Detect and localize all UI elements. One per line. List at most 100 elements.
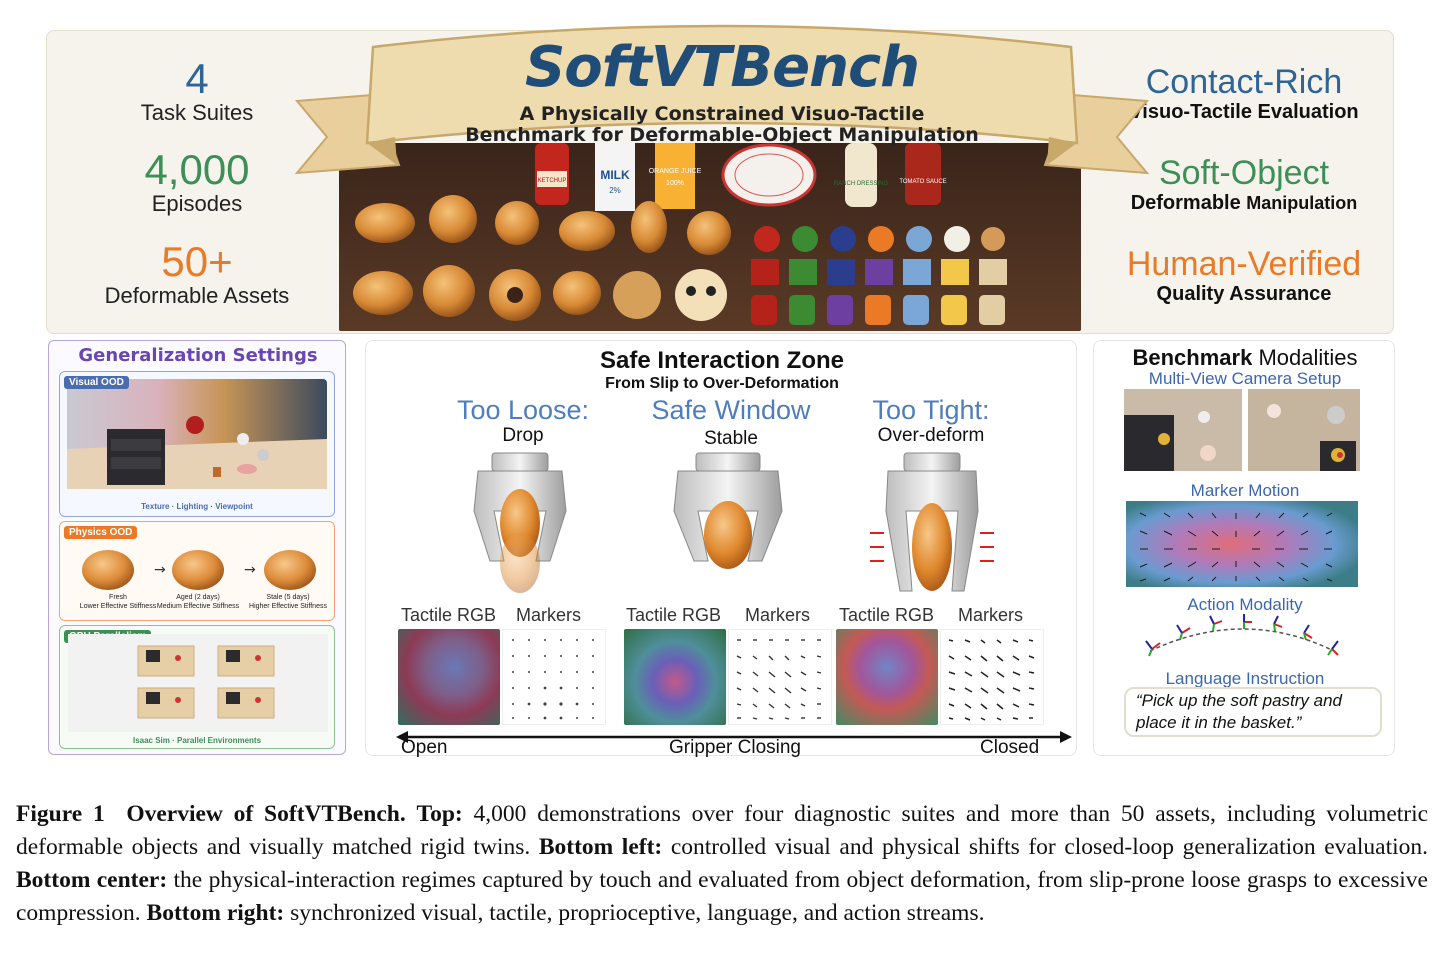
cylinder-red [751, 295, 777, 325]
physics-ood-panel: Physics OOD → → Fresh Lower Effective St… [59, 521, 335, 621]
croissant [355, 203, 415, 243]
tactile-rgb-image-tight [836, 629, 938, 725]
cube-purple [865, 259, 893, 285]
gripper-closing-axis [396, 731, 1072, 743]
figure-label: Figure 1 [16, 801, 105, 827]
feature-subtitle: Deformable Manipulation [1079, 192, 1409, 214]
benchmark-title: SoftVTBench [524, 35, 920, 100]
stat-label: Episodes [151, 191, 243, 216]
zone-subtitle: From Slip to Over-Deformation [605, 375, 839, 392]
camera-setup-heading: Multi-View Camera Setup [1148, 369, 1342, 388]
caption-left-label: Bottom left: [538, 834, 663, 860]
benchmark-subtitle-line2: Benchmark for Deformable-Object Manipula… [465, 124, 979, 146]
ranch-bottle [845, 143, 877, 207]
modalities-title: Benchmark Modalities [1094, 345, 1396, 371]
croissant [353, 271, 413, 315]
regime-too-loose: Too Loose: Drop [423, 395, 623, 447]
stage-desc: Higher Effective Stiffness [249, 603, 327, 610]
cube-tan [979, 259, 1007, 285]
feature-subtitle-bold: Deformable [1130, 192, 1241, 214]
caption-left-text: controlled visual and physical shifts fo… [670, 834, 1429, 860]
parallel-environments-grid [68, 634, 328, 732]
gpu-parallelism-panel: GPU Parallelism Isaac Sim · Parallel Env… [59, 625, 335, 749]
regime-heading: Too Loose: [456, 395, 590, 425]
cylinder-light-blue [903, 295, 929, 325]
tactile-rgb-label-3: Tactile RGB [839, 605, 935, 625]
ribbon-shape [294, 24, 1150, 175]
markers-label-2: Markers [745, 605, 811, 625]
feature-heading: Human-Verified [1126, 245, 1362, 283]
bun [687, 211, 731, 255]
orange-juice-carton [655, 143, 695, 209]
bread-roll [553, 271, 601, 315]
figure-caption: Figure 1 Overview of SoftVTBench. Top: 4… [16, 798, 1428, 930]
tactile-rgb-image-loose [398, 629, 500, 725]
feature-subtitle: Quality Assurance [1156, 283, 1332, 305]
stat-assets: 50+ Deformable Assets [47, 240, 347, 308]
regime-heading: Safe Window [651, 395, 811, 425]
tactile-rgb-image-safe [624, 629, 726, 725]
object-assets-illustration: KETCHUP MILK 2% ORANGE JUICE 100% RANCH … [339, 143, 1081, 331]
stage-name: Aged (2 days) [176, 594, 220, 601]
caption-right-label: Bottom right: [146, 900, 285, 926]
stat-label: Deformable Assets [104, 283, 290, 308]
cylinder-yellow [941, 295, 967, 325]
cube-blue [827, 259, 855, 285]
marker-field [736, 639, 822, 720]
svg-text:→: → [154, 562, 166, 578]
caption-top-text: 4,000 demonstrations over four diagnosti… [16, 801, 1429, 860]
baguette [631, 201, 667, 253]
marker-motion-field [1126, 501, 1358, 587]
caption-top-label: Top: [416, 801, 463, 827]
regime-too-tight: Too Tight: Over-deform [831, 395, 1031, 447]
modalities-title-bold: Benchmark [1132, 345, 1253, 370]
stage-desc: Medium Effective Stiffness [156, 603, 240, 610]
language-instruction-text: “Pick up the soft pastry and place it in… [1124, 687, 1382, 737]
tomato-sauce-jar [905, 143, 941, 205]
markers-image-safe [728, 629, 832, 725]
axis-closed-label: Closed [980, 737, 1040, 758]
bread-aging-sequence: → → [82, 550, 316, 590]
gripper-tight [870, 452, 994, 592]
marker-field [512, 639, 594, 720]
sphere-light-blue [906, 226, 932, 252]
cylinder-green [789, 295, 815, 325]
regime-heading: Too Tight: [872, 395, 990, 425]
stat-episodes: 4,000 Episodes [47, 148, 347, 216]
sphere-orange [868, 226, 894, 252]
visual-ood-tag: Visual OOD [64, 376, 129, 389]
markers-image-loose [502, 629, 606, 725]
cylinder-orange [865, 295, 891, 325]
sphere-white [944, 226, 970, 252]
cookie [613, 271, 661, 319]
cube-green [789, 259, 817, 285]
gripper-illustrations [473, 452, 994, 593]
feature-subtitle-rest: Manipulation [1246, 193, 1358, 213]
feature-subtitle: Visuo-Tactile Evaluation [1129, 101, 1359, 123]
physics-stage-stale: Stale (5 days) Higher Effective Stiffnes… [238, 593, 338, 611]
visual-ood-scene [67, 379, 327, 489]
regime-safe-window: Safe Window Stable [631, 395, 831, 450]
stat-value: 50+ [161, 238, 233, 285]
stat-value: 4,000 [144, 146, 250, 193]
panda-bun [675, 269, 727, 321]
multi-view-cameras [1124, 389, 1360, 471]
pull-apart-bread [559, 211, 615, 251]
stage-name: Stale (5 days) [266, 594, 310, 601]
markers-label-1: Markers [516, 605, 582, 625]
feature-contact-rich: Contact-Rich Visuo-Tactile Evaluation [1079, 63, 1409, 123]
ketchup-label: KETCHUP [538, 178, 567, 184]
caption-center-label: Bottom center: [16, 867, 168, 893]
feature-heading: Soft-Object [1158, 154, 1330, 192]
target-object [186, 416, 204, 434]
round-loaf [423, 265, 475, 317]
axis-open-label: Open [401, 737, 448, 758]
melon-pan [495, 201, 539, 245]
cylinder-tan [979, 295, 1005, 325]
title-ribbon: SoftVTBench A Physically Constrained Vis… [277, 13, 1167, 213]
milk-percent: 2% [609, 186, 621, 195]
orange-juice-percent: 100% [666, 180, 684, 187]
stage-desc: Lower Effective Stiffness [79, 603, 157, 610]
sphere-blue [830, 226, 856, 252]
benchmark-modalities-panel: Benchmark Modalities Multi-View Camera S… [1093, 340, 1395, 756]
